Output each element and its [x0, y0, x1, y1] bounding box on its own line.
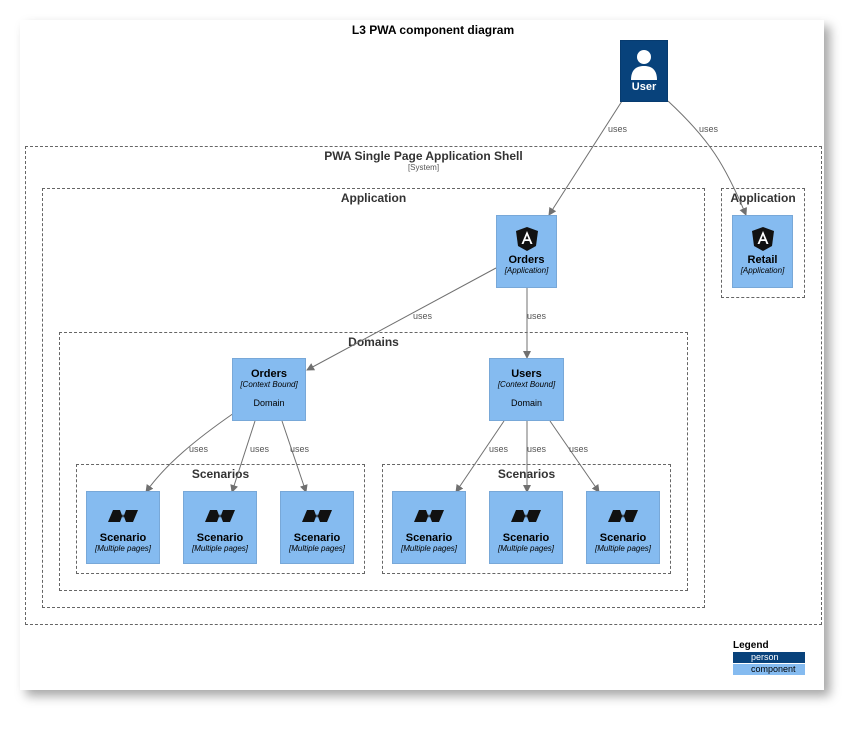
edge-orders-app-orders-domain	[306, 267, 497, 371]
system-boundary-type: [System]	[407, 163, 440, 172]
orders-domain[interactable]: Orders [Context Bound] Domain	[232, 358, 306, 421]
legend-title: Legend	[733, 640, 769, 651]
retail-application[interactable]: Retail [Application]	[732, 215, 793, 288]
application-boundary-main: Application	[42, 188, 705, 608]
scenario-type: [Multiple pages]	[594, 544, 652, 553]
orders-application[interactable]: Orders [Application]	[496, 215, 557, 288]
scenario-type: [Multiple pages]	[400, 544, 458, 553]
nativescript-icon	[414, 510, 444, 522]
edge-users-domain-scenario-4	[455, 420, 505, 493]
users-domain-name: Users	[511, 368, 542, 380]
edge-users-domain-scenario-6	[549, 420, 600, 493]
scenario-card[interactable]: Scenario [Multiple pages]	[489, 491, 563, 564]
scenario-type: [Multiple pages]	[191, 544, 249, 553]
orders-app-type: [Application]	[504, 266, 549, 275]
system-boundary: PWA Single Page Application Shell [Syste…	[25, 146, 822, 625]
scenario-name: Scenario	[599, 532, 647, 544]
scenarios-boundary-left-label: Scenarios	[191, 467, 250, 481]
nativescript-icon	[511, 510, 541, 522]
scenario-card[interactable]: Scenario [Multiple pages]	[586, 491, 660, 564]
angular-icon	[515, 227, 538, 251]
users-domain-type: [Context Bound]	[497, 380, 556, 389]
angular-icon	[751, 227, 774, 251]
diagram-canvas	[20, 20, 824, 690]
users-domain-desc: Domain	[510, 398, 542, 408]
orders-domain-desc: Domain	[253, 398, 285, 408]
edge-label: uses	[527, 311, 547, 321]
edge-label: uses	[413, 311, 433, 321]
scenario-name: Scenario	[502, 532, 550, 544]
application-boundary-retail: Application	[721, 188, 805, 298]
user-person[interactable]: User	[620, 40, 668, 102]
user-name: User	[631, 81, 657, 93]
edge-label: uses	[189, 444, 209, 454]
scenario-type: [Multiple pages]	[288, 544, 346, 553]
edge-label: uses	[290, 444, 310, 454]
scenario-type: [Multiple pages]	[94, 544, 152, 553]
edge-user-orders	[548, 100, 623, 216]
nativescript-icon	[108, 510, 138, 522]
legend-item-person: person	[733, 652, 805, 663]
scenario-card[interactable]: Scenario [Multiple pages]	[280, 491, 354, 564]
edge-orders-domain-scenario-1	[145, 412, 235, 493]
nativescript-icon	[302, 510, 332, 522]
scenario-name: Scenario	[196, 532, 244, 544]
edge-label: uses	[527, 444, 547, 454]
orders-domain-type: [Context Bound]	[240, 380, 298, 389]
edge-orders-domain-scenario-2	[230, 420, 256, 493]
scenario-type: [Multiple pages]	[497, 544, 555, 553]
scenario-name: Scenario	[99, 532, 147, 544]
scenario-card[interactable]: Scenario [Multiple pages]	[86, 491, 160, 564]
domains-boundary-label: Domains	[348, 335, 399, 349]
orders-domain-name: Orders	[250, 368, 288, 380]
scenarios-boundary-left: Scenarios	[76, 464, 365, 574]
retail-app-name: Retail	[747, 254, 778, 266]
edge-user-retail	[667, 100, 747, 216]
nativescript-icon	[608, 510, 638, 522]
system-boundary-label: PWA Single Page Application Shell	[324, 149, 523, 163]
application-boundary-retail-label: Application	[730, 191, 796, 205]
scenario-card[interactable]: Scenario [Multiple pages]	[183, 491, 257, 564]
scenario-card[interactable]: Scenario [Multiple pages]	[392, 491, 466, 564]
edge-label: uses	[699, 124, 719, 134]
edge-label: uses	[250, 444, 270, 454]
edge-label: uses	[569, 444, 589, 454]
scenario-name: Scenario	[293, 532, 341, 544]
person-icon	[631, 50, 657, 80]
scenario-name: Scenario	[405, 532, 453, 544]
edge-label: uses	[608, 124, 628, 134]
diagram-title: L3 PWA component diagram	[351, 23, 515, 37]
application-boundary-label: Application	[340, 191, 407, 205]
nativescript-icon	[205, 510, 235, 522]
legend-item-component: component	[733, 664, 805, 675]
retail-app-type: [Application]	[740, 266, 785, 275]
users-domain[interactable]: Users [Context Bound] Domain	[489, 358, 564, 421]
orders-app-name: Orders	[508, 254, 545, 266]
edge-orders-domain-scenario-3	[281, 420, 308, 493]
domains-boundary: Domains	[59, 332, 688, 591]
edge-label: uses	[489, 444, 509, 454]
